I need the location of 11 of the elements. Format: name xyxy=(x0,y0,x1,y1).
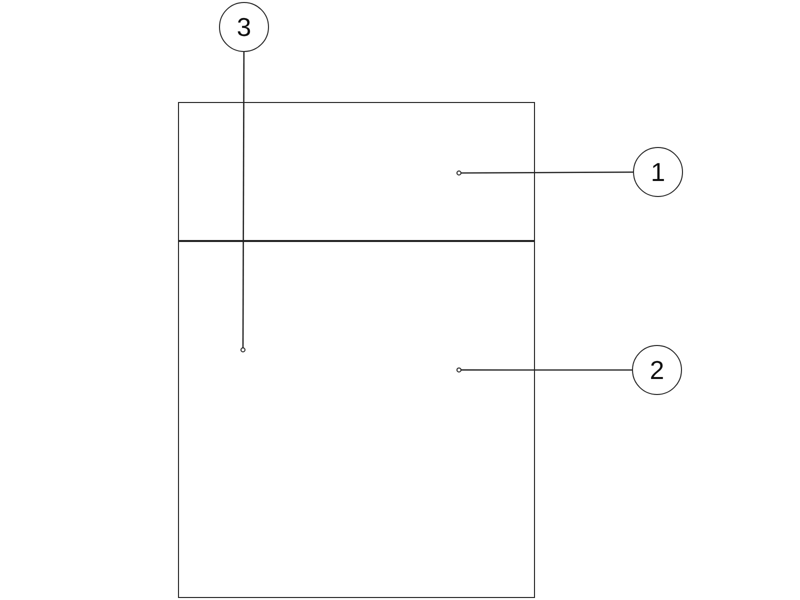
callout-circle xyxy=(632,345,682,395)
leader-line xyxy=(456,170,633,176)
leader-line xyxy=(240,52,246,352)
part-outline xyxy=(178,240,535,598)
leader-line xyxy=(456,367,632,372)
callout-circle xyxy=(219,2,269,52)
callout-number: 1 xyxy=(650,159,666,185)
part-outline xyxy=(178,102,535,242)
callout-circle xyxy=(633,147,683,197)
callout-number: 2 xyxy=(650,357,664,383)
callout-number: 3 xyxy=(236,14,252,40)
